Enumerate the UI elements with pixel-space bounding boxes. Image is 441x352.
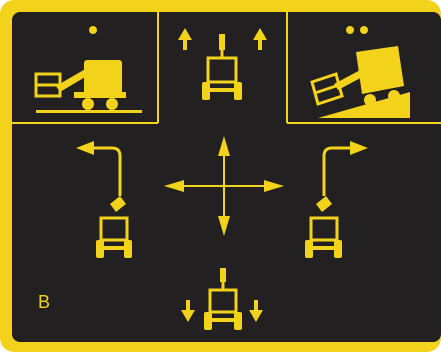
panel-label: B <box>38 292 50 312</box>
